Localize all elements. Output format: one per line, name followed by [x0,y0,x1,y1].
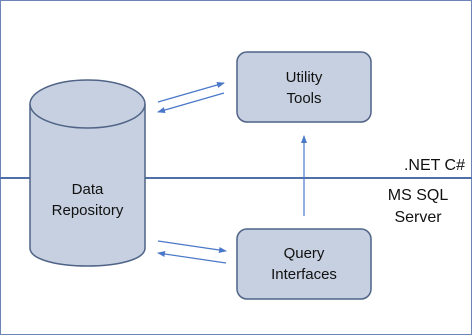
query-interfaces-node: Query Interfaces [236,228,372,300]
utility-tools-label-line1: Utility [286,69,323,86]
data-repository-label-line1: Data [72,181,104,198]
query-interfaces-label-line2: Interfaces [271,266,337,283]
cylinder-top [29,79,146,129]
arrow-query-to-repository [157,251,227,264]
net-csharp-label: .NET C# [404,157,465,174]
utility-tools-node: Utility Tools [236,51,372,123]
data-repository-node: Data Repository [29,79,146,267]
arrow-repository-to-utility [157,82,225,103]
query-interfaces-box [236,228,372,300]
data-repository-label-line2: Repository [52,202,124,219]
utility-tools-label-line2: Tools [286,90,321,107]
utility-tools-box [236,51,372,123]
cylinder-body [29,104,146,267]
query-interfaces-label-line1: Query [284,245,325,262]
ms-sql-label-line1: MS SQL [388,187,449,204]
arrow-repository-to-query [157,240,227,253]
arrow-utility-to-repository [157,92,225,113]
ms-sql-label-line2: Server [394,209,442,226]
